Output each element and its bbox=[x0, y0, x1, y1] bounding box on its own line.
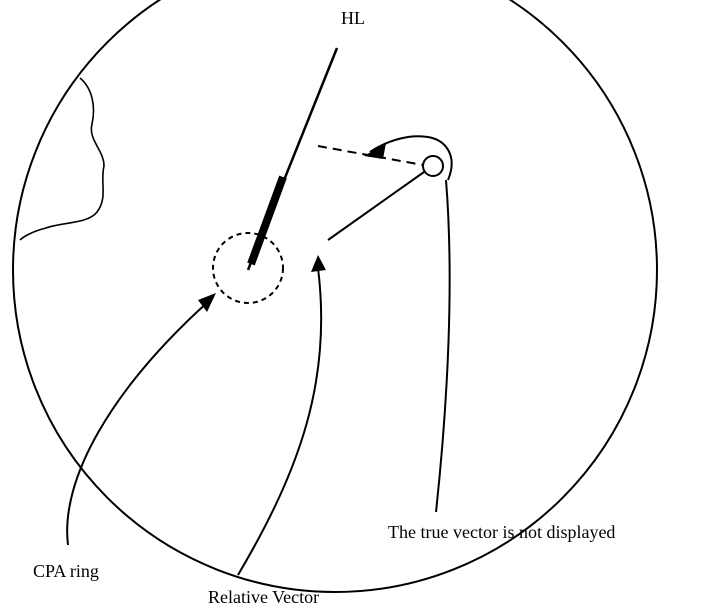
relative-vector-label: Relative Vector bbox=[208, 587, 320, 607]
cpa-ring bbox=[212, 232, 284, 304]
curved-arrow-head bbox=[364, 143, 386, 159]
leader-relative-vector bbox=[237, 267, 323, 576]
target-symbol bbox=[422, 155, 444, 177]
leader-true-vector bbox=[435, 179, 451, 513]
coastline bbox=[19, 77, 105, 241]
own-ship-heading-bar bbox=[247, 175, 287, 266]
heading-line-label: HL bbox=[341, 8, 365, 28]
relative-vector bbox=[327, 171, 425, 241]
true-vector-note-label: The true vector is not displayed bbox=[388, 522, 616, 542]
curved-arrow-arc bbox=[369, 135, 453, 181]
cpa-ring-label: CPA ring bbox=[33, 561, 99, 581]
leader-cpa-ring bbox=[66, 299, 211, 546]
relative-vector-arrowhead bbox=[311, 255, 326, 272]
cpa-ring-arrowhead bbox=[198, 293, 216, 312]
radar-circle bbox=[12, 0, 658, 593]
